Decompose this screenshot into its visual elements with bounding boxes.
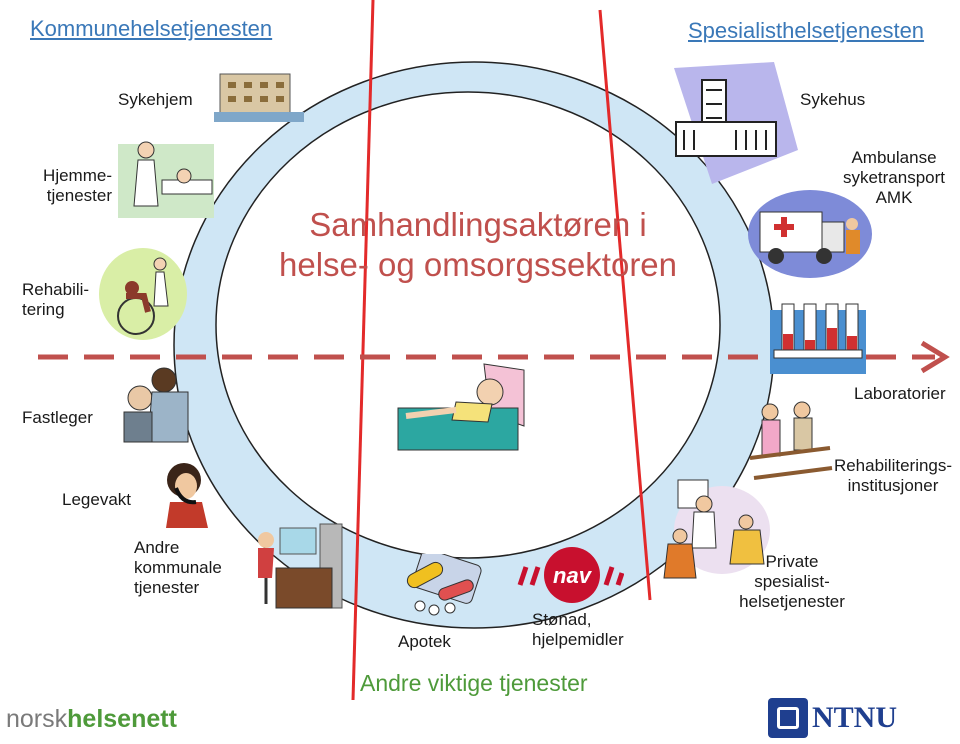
- pharmacy-pills-icon: [406, 554, 482, 616]
- label-andre-viktige-tjenester: Andre viktige tjenester: [360, 670, 588, 696]
- label-andre-kommunale-tjenester: Andre kommunale tjenester: [134, 538, 222, 598]
- wheelchair-rehab-icon: [99, 248, 187, 340]
- label-hjemmetjenester-line1: Hjemme-: [43, 166, 112, 185]
- label-hjemmetjenester-line2: tjenester: [46, 186, 112, 205]
- ambulance-icon: [748, 190, 872, 278]
- label-ambulanse-line2: syketransport: [842, 168, 946, 187]
- nav-logo-text: nav: [553, 563, 593, 588]
- norsk-helsenett-suffix: helsenett: [67, 705, 177, 733]
- label-ambulanse-line1: Ambulanse: [851, 148, 937, 167]
- rehab-walking-icon: [750, 401, 833, 480]
- label-stonad-line2: hjelpemidler: [532, 630, 624, 649]
- label-rehabilitering-line1: Rehabili-: [22, 280, 90, 299]
- divider-line-left: [351, 0, 375, 701]
- center-title-line2: helse- og omsorgssektoren: [278, 246, 678, 283]
- label-private-spesialisthelsetjenester: Private spesialist- helsetjenester: [730, 552, 854, 612]
- sick-patient-icon: [397, 363, 525, 451]
- center-title-line1: Samhandlingsaktøren i: [309, 206, 647, 243]
- norsk-helsenett-prefix: norsk: [6, 705, 68, 733]
- office-worker-icon: [258, 523, 343, 609]
- label-apotek: Apotek: [398, 632, 451, 651]
- ntnu-logo: NTNU: [768, 696, 897, 740]
- label-rehabilitering: Rehabili- tering: [22, 280, 89, 320]
- center-title: Samhandlingsaktøren i helse- og omsorgss…: [278, 205, 678, 285]
- nursing-home-icon: [214, 73, 304, 122]
- label-stonad-line1: Stønad,: [532, 610, 592, 629]
- label-private-line3: helsetjenester: [739, 592, 845, 611]
- label-ambulanse: Ambulanse syketransport AMK: [840, 148, 948, 208]
- header-spesialisthelsetjenesten[interactable]: Spesialisthelsetjenesten: [688, 18, 925, 43]
- arrow-head-icon: [920, 340, 950, 374]
- hospital-icon: [674, 62, 798, 184]
- label-sykehus: Sykehus: [800, 90, 866, 109]
- gp-doctor-icon: [123, 367, 189, 443]
- label-private-line1: Private: [765, 552, 819, 571]
- private-specialist-icon: [663, 479, 770, 579]
- ntnu-logo-text: NTNU: [812, 701, 898, 734]
- header-kommunehelsetjenesten[interactable]: Kommunehelsetjenesten: [30, 16, 273, 41]
- label-laboratorier: Laboratorier: [854, 384, 946, 403]
- laboratory-icon: [770, 303, 866, 374]
- label-andre-line1: Andre: [134, 538, 180, 557]
- label-andre-line2: kommunale: [134, 558, 222, 577]
- norsk-helsenett-logo: norskhelsenett: [6, 705, 177, 734]
- nav-logo: nav: [517, 547, 624, 603]
- label-legevakt: Legevakt: [62, 490, 131, 509]
- label-hjemmetjenester: Hjemme- tjenester: [24, 166, 112, 206]
- label-stonad-hjelpemidler: Stønad, hjelpemidler: [532, 610, 624, 650]
- ntnu-emblem-icon: [768, 698, 808, 738]
- label-ambulanse-line3: AMK: [875, 188, 913, 207]
- label-rehab-inst-line2: institusjoner: [847, 476, 939, 495]
- inner-ring: [215, 91, 721, 559]
- emergency-phone-icon: [166, 463, 208, 528]
- label-rehabiliteringsinstitusjoner: Rehabiliterings- institusjoner: [826, 456, 960, 496]
- label-private-line2: spesialist-: [754, 572, 830, 591]
- label-sykehjem: Sykehjem: [118, 90, 193, 109]
- label-rehab-inst-line1: Rehabiliterings-: [833, 456, 953, 475]
- home-care-nurse-icon: [118, 141, 214, 218]
- label-andre-line3: tjenester: [134, 578, 200, 597]
- label-rehabilitering-line2: tering: [22, 300, 65, 319]
- divider-line-right: [598, 9, 652, 601]
- label-fastleger: Fastleger: [22, 408, 93, 427]
